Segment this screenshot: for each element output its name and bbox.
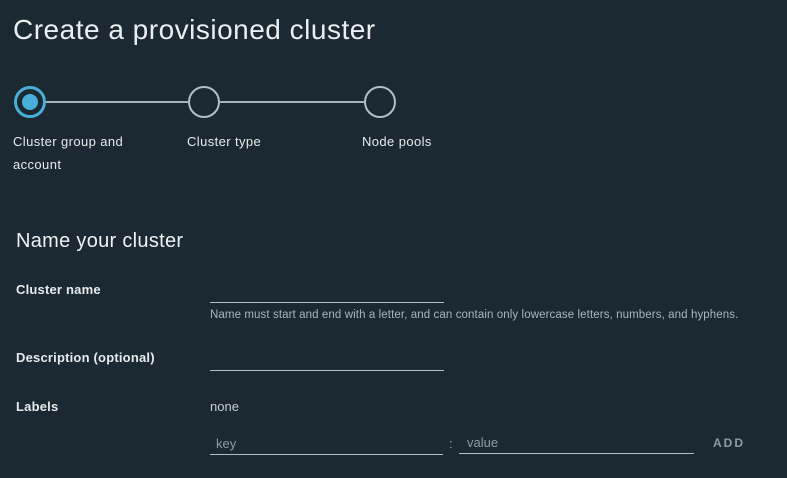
step-3-circle-icon (364, 86, 396, 118)
label-key-input[interactable] (210, 434, 443, 455)
labels-label: Labels (16, 399, 59, 414)
cluster-name-helper: Name must start and end with a letter, a… (210, 309, 739, 321)
step-connector-2 (220, 101, 364, 103)
cluster-name-label: Cluster name (16, 282, 101, 297)
step-1-circle-icon (14, 86, 46, 118)
key-value-separator: : (449, 436, 453, 451)
labels-empty-value: none (210, 399, 239, 414)
step-2-label: Cluster type (187, 134, 262, 149)
step-connector-1 (46, 101, 188, 103)
step-1-label: Cluster group and account (13, 134, 124, 172)
page-title: Create a provisioned cluster (13, 14, 376, 45)
step-3-label: Node pools (362, 134, 432, 149)
description-label: Description (optional) (16, 350, 155, 365)
step-1-active-dot-icon (22, 94, 38, 110)
step-2-circle-icon (188, 86, 220, 118)
section-heading: Name your cluster (16, 230, 184, 252)
label-value-input[interactable] (459, 433, 694, 454)
description-input[interactable] (210, 350, 444, 371)
add-label-button[interactable]: ADD (710, 434, 748, 452)
cluster-name-input[interactable] (210, 282, 444, 303)
